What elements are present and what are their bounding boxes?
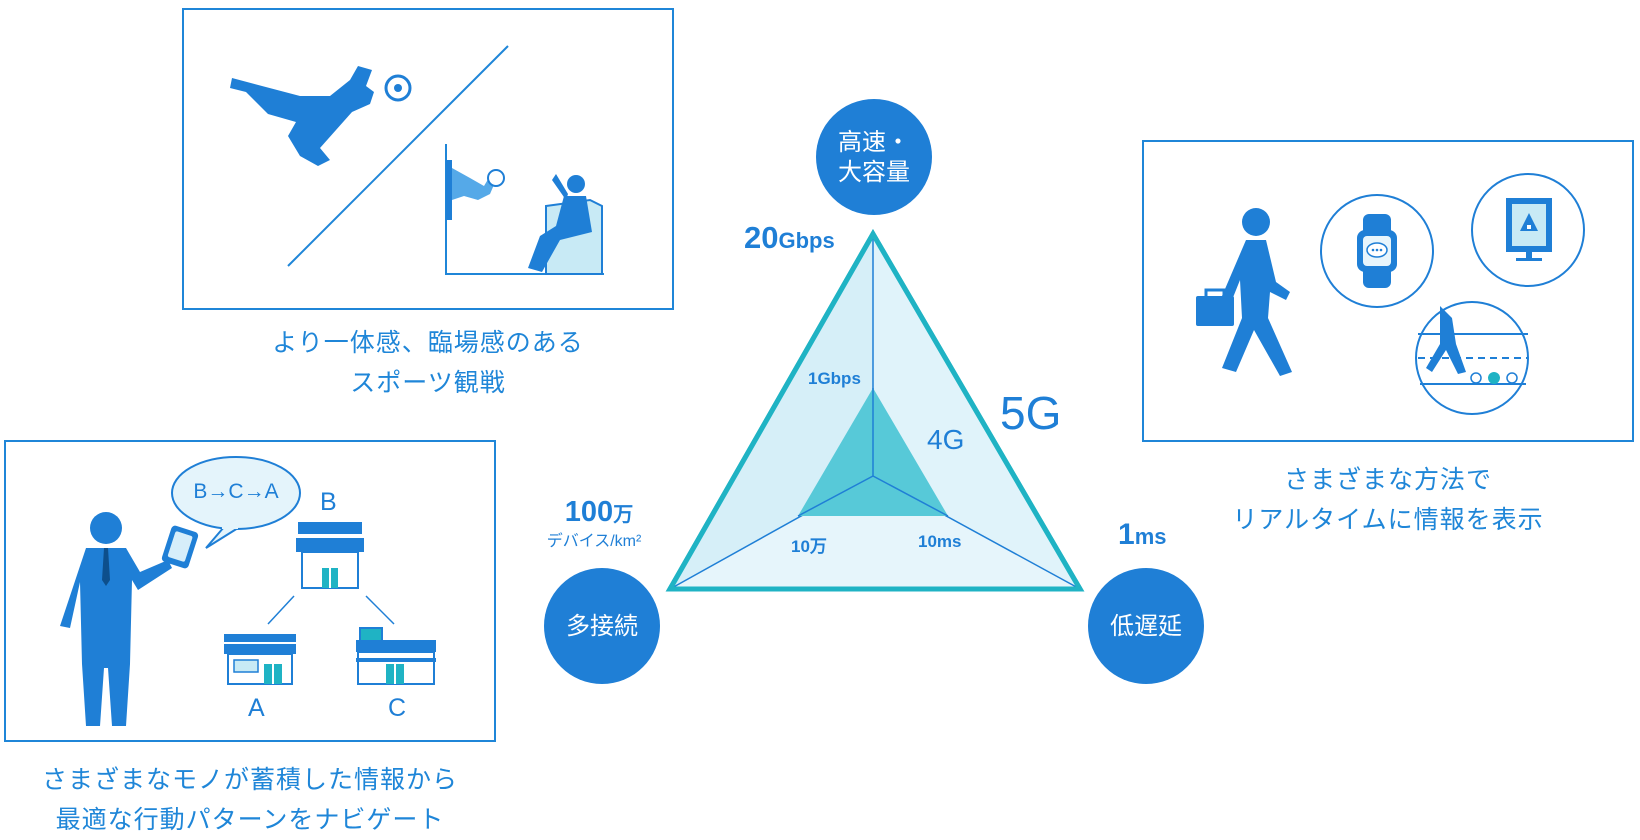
axis-left-5g-value: 100万 デバイス/km² bbox=[544, 496, 654, 551]
axis-right-5g-value: 1ms bbox=[1118, 518, 1166, 552]
axis-left-circle: 多接続 bbox=[544, 568, 660, 684]
axis-left-label: 多接続 bbox=[566, 612, 638, 640]
signage-icon bbox=[1471, 173, 1585, 287]
store-b-icon bbox=[296, 522, 364, 589]
axis-left-value-unit: 万 bbox=[613, 504, 634, 526]
walking-person-icon bbox=[1196, 208, 1292, 376]
axis-top-label-line1: 高速・ bbox=[838, 128, 910, 156]
4g-label: 4G bbox=[927, 424, 965, 455]
smartwatch-icon bbox=[1320, 194, 1434, 308]
axis-top-5g-value: 20Gbps bbox=[744, 220, 835, 256]
navigate-caption-line1: さまざまなモノが蓄積した情報から bbox=[41, 765, 458, 794]
axis-left-4g-value: 10万 bbox=[791, 537, 827, 556]
store-c-icon bbox=[356, 627, 436, 685]
axis-left-value-num: 100 bbox=[564, 496, 614, 528]
axis-right-label: 低遅延 bbox=[1110, 612, 1182, 640]
realtime-caption: さまざまな方法で リアルタイムに情報を表示 bbox=[1142, 460, 1634, 540]
realtime-caption-line1: さまざまな方法で bbox=[1283, 465, 1492, 494]
store-b-label: B bbox=[320, 488, 337, 516]
axis-right-circle: 低遅延 bbox=[1088, 568, 1204, 684]
axis-left-value-sub: デバイス/km² bbox=[546, 533, 642, 550]
axis-top-value-unit: Gbps bbox=[778, 228, 835, 253]
sports-caption-line2: スポーツ観戦 bbox=[350, 368, 506, 397]
small-goalkeeper-icon bbox=[452, 168, 505, 200]
store-a-label: A bbox=[248, 694, 265, 722]
axis-top-value-num: 20 bbox=[744, 220, 779, 255]
realtime-caption-line2: リアルタイムに情報を表示 bbox=[1232, 505, 1544, 534]
businessman-icon bbox=[60, 512, 199, 726]
goalkeeper-icon bbox=[230, 66, 412, 166]
sports-caption-line1: より一体感、臨場感のある bbox=[272, 328, 584, 357]
navigate-caption-line2: 最適な行動パターンをナビゲート bbox=[55, 805, 445, 834]
axis-right-value-unit: ms bbox=[1134, 524, 1167, 549]
navigate-caption: さまざまなモノが蓄積した情報から 最適な行動パターンをナビゲート bbox=[4, 760, 496, 840]
5g-label: 5G bbox=[1000, 387, 1062, 439]
sports-caption: より一体感、臨場感のある スポーツ観戦 bbox=[182, 323, 674, 403]
floor-projection-icon bbox=[1415, 301, 1529, 415]
route-bubble-text: B→C→A bbox=[193, 480, 279, 503]
store-c-label: C bbox=[388, 694, 407, 722]
axis-right-value-num: 1 bbox=[1118, 518, 1135, 551]
viewer-icon bbox=[528, 174, 603, 275]
axis-top-circle: 高速・ 大容量 bbox=[816, 99, 932, 215]
route-bubble bbox=[171, 456, 301, 549]
store-a-icon bbox=[224, 634, 296, 685]
axis-right-4g-value: 10ms bbox=[918, 532, 962, 551]
axis-top-label-line2: 大容量 bbox=[838, 158, 910, 186]
axis-top-4g-value: 1Gbps bbox=[808, 369, 861, 388]
